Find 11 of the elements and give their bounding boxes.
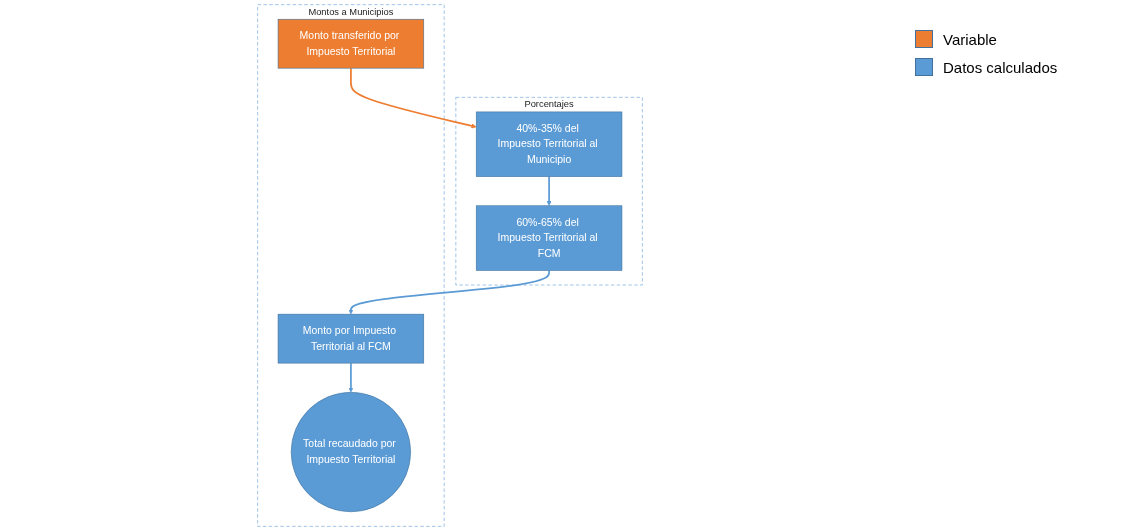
node-box: Monto transferido por Impuesto Territorial — [277, 18, 425, 69]
node-box: Monto por Impuesto Territorial al FCM — [277, 313, 425, 364]
legend-label: Variable — [943, 30, 997, 48]
arrow — [348, 269, 550, 315]
arrow — [546, 175, 552, 206]
node-box: 60%-65% del Impuesto Territorial al FCM — [475, 205, 623, 271]
node-box: 40%-35% del Impuesto Territorial al Municipio — [475, 111, 623, 177]
legend-label: Datos calculados — [943, 58, 1058, 76]
arrow — [350, 67, 477, 129]
node-circle: Total recaudado por Impuesto Territorial — [290, 392, 411, 513]
arrow — [348, 362, 354, 393]
